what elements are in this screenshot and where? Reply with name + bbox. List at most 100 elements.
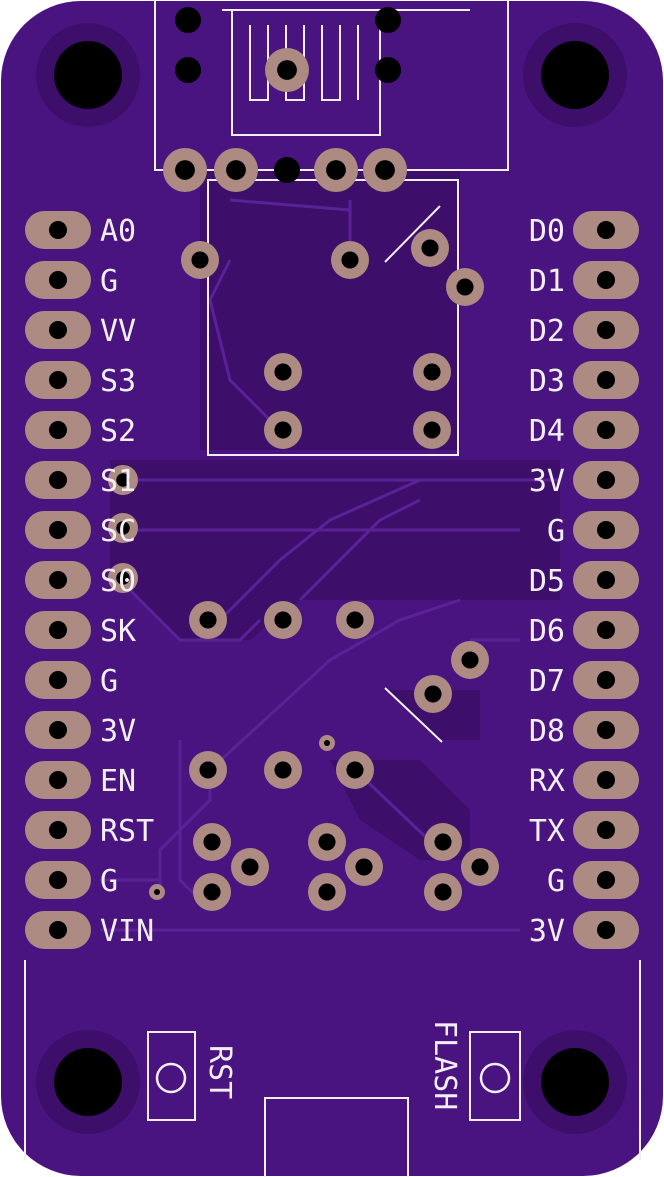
left-header-pin xyxy=(25,661,91,699)
component-pads xyxy=(108,48,499,911)
left-pin-header xyxy=(25,211,91,949)
left-header-pin xyxy=(25,811,91,849)
mounting-hole xyxy=(54,41,122,109)
header-drill xyxy=(49,271,67,289)
pad-drill xyxy=(461,651,479,669)
pad-drill xyxy=(423,363,441,381)
right-header-pin xyxy=(573,661,639,699)
left-pin-label: S3 xyxy=(100,364,136,399)
pad-drill xyxy=(241,858,259,876)
left-pin-label: VIN xyxy=(100,914,154,949)
reset-button[interactable] xyxy=(155,1062,187,1094)
right-header-pin xyxy=(573,561,639,599)
left-pin-label: SK xyxy=(100,614,136,649)
right-pin-label: RX xyxy=(529,764,565,799)
left-pin-label: EN xyxy=(100,764,136,799)
left-pin-label: VV xyxy=(100,314,136,349)
right-header-pin xyxy=(573,911,639,949)
right-header-pin xyxy=(573,411,639,449)
right-header-pin xyxy=(573,461,639,499)
right-header-pin xyxy=(573,311,639,349)
pad-drill xyxy=(424,685,442,703)
via-hole xyxy=(274,157,300,183)
flash-button-label: FLASH xyxy=(427,1020,462,1110)
left-pin-label: S0 xyxy=(100,564,136,599)
left-header-pin xyxy=(25,911,91,949)
header-drill xyxy=(49,671,67,689)
pad-drill xyxy=(175,160,195,180)
header-drill xyxy=(49,821,67,839)
pad-drill xyxy=(116,521,130,535)
header-drill xyxy=(49,621,67,639)
header-drill xyxy=(49,871,67,889)
right-pin-label: D5 xyxy=(529,564,565,599)
pad-drill xyxy=(274,363,292,381)
pad-drill xyxy=(423,421,441,439)
silk-outline xyxy=(469,1031,521,1121)
mounting-hole xyxy=(541,1048,609,1116)
right-pin-label: G xyxy=(547,864,565,899)
silk-outline xyxy=(147,1031,196,1121)
left-header-pin xyxy=(25,861,91,899)
pad-drill xyxy=(226,160,246,180)
header-drill xyxy=(597,271,615,289)
via-hole xyxy=(175,7,201,33)
via-drill xyxy=(154,889,160,895)
pad-drill xyxy=(274,761,292,779)
trace xyxy=(208,598,461,772)
right-pin-label: D3 xyxy=(529,364,565,399)
pad-drill xyxy=(341,251,359,269)
right-header-pin xyxy=(573,511,639,549)
via-hole xyxy=(375,7,401,33)
right-pin-label: D8 xyxy=(529,714,565,749)
flash-button[interactable] xyxy=(479,1062,511,1094)
header-drill xyxy=(597,821,615,839)
copper-pour-region xyxy=(110,460,560,640)
left-pin-label: RST xyxy=(100,814,154,849)
header-drill xyxy=(597,871,615,889)
pad-drill xyxy=(346,761,364,779)
pad-drill xyxy=(355,858,373,876)
silk-outline xyxy=(384,205,441,263)
header-drill xyxy=(597,321,615,339)
trace xyxy=(298,498,421,602)
left-header-pin xyxy=(25,511,91,549)
right-pin-label: D6 xyxy=(529,614,565,649)
header-drill xyxy=(597,671,615,689)
silk-outline xyxy=(24,960,641,1160)
right-pin-label: TX xyxy=(529,814,565,849)
header-drill xyxy=(49,321,67,339)
left-pin-label: S2 xyxy=(100,414,136,449)
right-pin-label: 3V xyxy=(529,914,565,949)
header-drill xyxy=(597,371,615,389)
left-header-pin xyxy=(25,411,91,449)
buttons: RST FLASH xyxy=(155,1020,511,1110)
right-header-pin xyxy=(573,761,639,799)
left-header-pin xyxy=(25,711,91,749)
left-pin-label: S1 xyxy=(100,464,136,499)
header-drill xyxy=(49,471,67,489)
trace xyxy=(198,478,421,642)
copper-pour-region xyxy=(385,690,480,740)
via-drill xyxy=(324,740,330,746)
right-header-pin xyxy=(573,611,639,649)
right-pin-label: D4 xyxy=(529,414,565,449)
left-header-pin xyxy=(25,261,91,299)
reset-button-label: RST xyxy=(202,1045,237,1099)
left-header-pin xyxy=(25,461,91,499)
header-drill xyxy=(49,421,67,439)
pad-drill xyxy=(277,60,297,80)
silk-outline xyxy=(249,25,359,101)
trace xyxy=(229,198,351,212)
header-drill xyxy=(49,921,67,939)
pad-drill xyxy=(456,278,474,296)
pad-drill xyxy=(199,761,217,779)
pad-drill xyxy=(318,883,336,901)
left-pin-label: 3V xyxy=(100,714,136,749)
left-pin-label: G xyxy=(100,664,118,699)
pad-drill xyxy=(199,611,217,629)
pad-drill xyxy=(434,833,452,851)
left-header-pin xyxy=(25,561,91,599)
header-drill xyxy=(597,721,615,739)
